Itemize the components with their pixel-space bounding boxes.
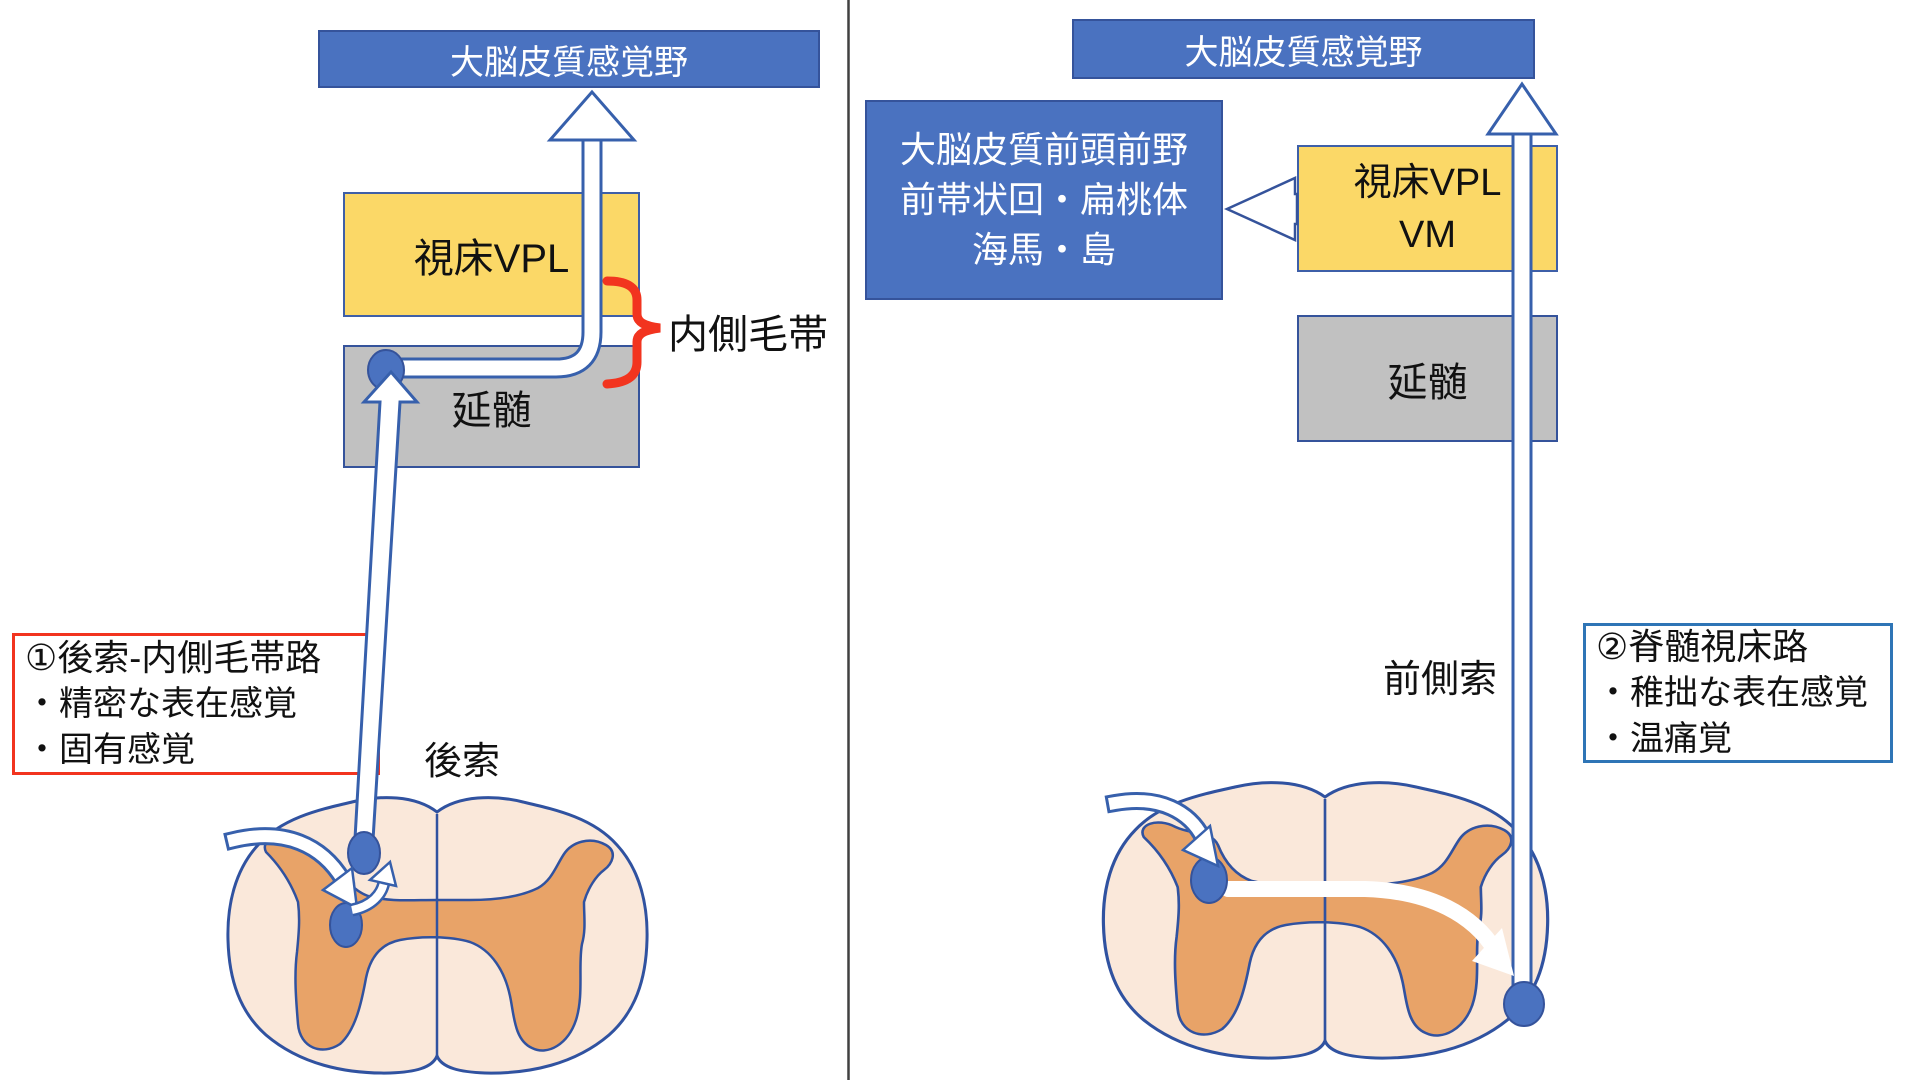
right-decussation-arrow [1220, 881, 1514, 976]
right-prefrontal-line: 前帯状回・扁桃体 [899, 179, 1188, 220]
left-intracord-curved-arrow [350, 859, 398, 917]
left-pathway-note: ①後索-内側毛帯路 ・精密な表在感覚 ・固有感覚 [12, 633, 380, 775]
left-cortex-label: 大脳皮質感覚野 [450, 43, 688, 82]
tube-arrowhead-up [1485, 81, 1559, 136]
left-cortex-box: 大脳皮質感覚野 [318, 30, 820, 88]
right-cord-horn-dot [1190, 856, 1228, 904]
right-cord-outline [1101, 781, 1550, 1060]
right-thalamus-box: 視床VPL VM [1297, 145, 1558, 272]
tube-arrowhead-up [546, 89, 638, 142]
right-prefrontal-box: 大脳皮質前頭前野 前帯状回・扁桃体 海馬・島 [865, 100, 1223, 300]
left-afferent-curved-arrow [223, 827, 359, 911]
right-thalamus-line: VM [1399, 213, 1456, 256]
left-cord-gray-matter [263, 836, 614, 1052]
left-cord-horn-dot [329, 902, 363, 948]
right-prefrontal-line: 海馬・島 [971, 229, 1116, 270]
left-pathway-item: ・精密な表在感覚 [25, 685, 297, 723]
left-pathway-item: ・固有感覚 [25, 731, 195, 769]
dorsal-column-label: 後索 [424, 741, 501, 783]
left-medulla-box: 延髄 [343, 345, 640, 468]
right-pathway-title: ②脊髄視床路 [1596, 626, 1809, 667]
left-cord-dorsal-dot [347, 831, 381, 875]
right-prefrontal-line: 大脳皮質前頭前野 [899, 129, 1188, 170]
right-pathway-item: ・温痛覚 [1596, 720, 1732, 758]
right-pathway-item: ・稚拙な表在感覚 [1596, 674, 1868, 712]
right-anterolateral-dot [1503, 981, 1545, 1027]
right-thalamus-line: 視床VPL [1353, 161, 1502, 204]
right-medulla-box: 延髄 [1297, 315, 1558, 442]
left-thalamus-box: 視床VPL [343, 192, 640, 317]
right-cord-gray-matter [1141, 821, 1513, 1037]
right-medulla-label: 延髄 [1387, 360, 1468, 405]
right-spinal-cord [1101, 781, 1550, 1060]
right-cortex-box: 大脳皮質感覚野 [1072, 19, 1535, 79]
left-cord-outline [226, 796, 649, 1075]
thalamus-to-prefrontal-arrow [1223, 176, 1299, 242]
left-pathway-title: ①後索-内側毛帯路 [25, 637, 322, 678]
left-medulla-label: 延髄 [451, 388, 532, 433]
left-thalamus-label: 視床VPL [413, 236, 570, 281]
right-cortex-label: 大脳皮質感覚野 [1184, 33, 1423, 72]
anterolateral-column-label: 前側索 [1383, 659, 1498, 701]
right-pathway-note: ②脊髄視床路 ・稚拙な表在感覚 ・温痛覚 [1583, 623, 1893, 763]
medial-lemniscus-label: 内側毛帯 [668, 313, 828, 357]
right-afferent-curved-arrow [1104, 792, 1220, 869]
left-spinal-cord [226, 796, 649, 1075]
